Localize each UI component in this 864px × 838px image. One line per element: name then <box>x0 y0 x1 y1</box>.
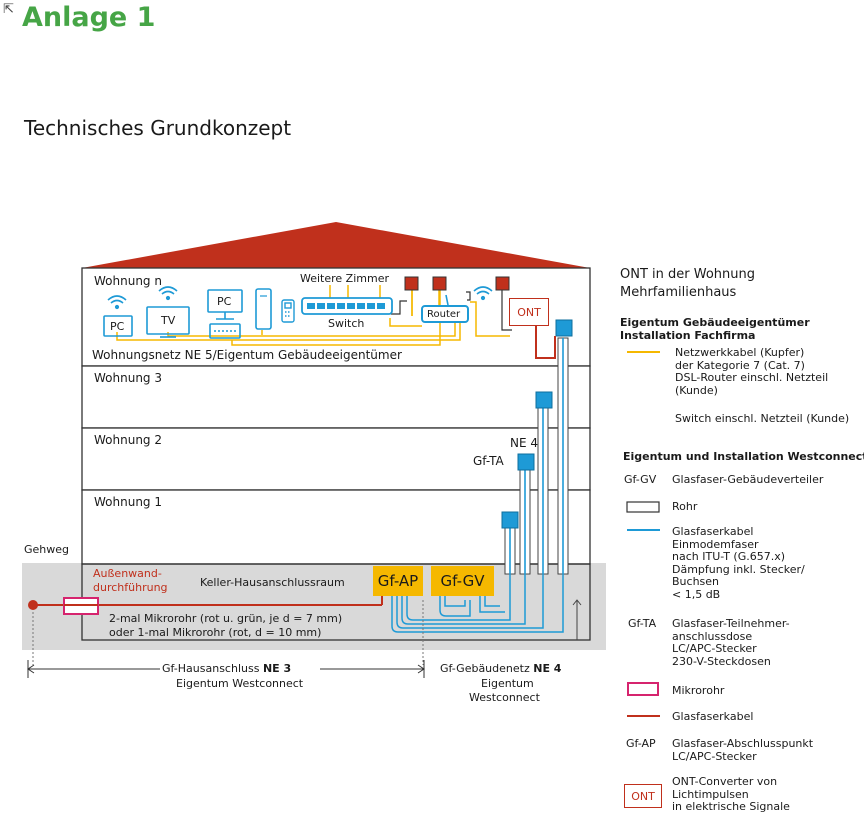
gf-ap-box: Gf-AP <box>373 566 423 596</box>
legend-glasfaser-1: Glasfaserkabel <box>672 525 754 538</box>
legend-netz-3: DSL-Router einschl. Netzteil <box>675 371 829 384</box>
ne4-label: NE 4 <box>510 436 539 450</box>
gebaeudenetz-ne: NE 4 <box>533 662 562 675</box>
wall-socket-2 <box>432 276 447 291</box>
ont-box: ONT <box>509 298 549 326</box>
legend-rohr-text: Rohr <box>672 500 698 513</box>
gehweg-label: Gehweg <box>24 543 70 556</box>
legend-gfap-text: Glasfaser-Abschlusspunkt LC/APC-Stecker <box>672 737 814 763</box>
gf-ap-label: Gf-AP <box>377 572 419 590</box>
aussenwand-label-2: durchführung <box>93 581 168 594</box>
legend-glasfaser-5: Buchsen <box>672 575 720 588</box>
legend-glasfaser-3: nach ITU-T (G.657.x) <box>672 550 786 563</box>
hausanschluss-prefix: Gf-Hausanschluss <box>162 662 260 675</box>
gf-ta-w2 <box>517 453 535 471</box>
legend-gfta-1: Glasfaser-Teilnehmer- <box>672 617 790 630</box>
weitere-zimmer-label: Weitere Zimmer <box>300 272 389 285</box>
legend-gfap-code: Gf-AP <box>626 737 656 750</box>
legend-netz-text: Netzwerkkabel (Kupfer) der Kategorie 7 (… <box>675 346 829 397</box>
router-label: Router <box>427 308 461 320</box>
gf-ta-w1 <box>501 511 519 529</box>
wall-socket-1 <box>404 276 419 291</box>
tower-icon <box>255 288 272 330</box>
page-title: Anlage 1 <box>22 2 156 33</box>
legend-ont-text: ONT-Converter von Lichtimpulsen in elekt… <box>672 775 790 814</box>
gebaeudenetz-prefix: Gf-Gebäudenetz <box>440 662 530 675</box>
legend-gfta-2: anschlussdose <box>672 629 753 643</box>
legend-section1-2: Installation Fachfirma <box>620 329 756 342</box>
legend-ont-1: ONT-Converter von <box>672 775 778 788</box>
legend-ont-2: Lichtimpulsen <box>672 787 749 801</box>
legend-glasfaser-2: Einmodemfaser <box>672 537 759 551</box>
legend-switch-text: Switch einschl. Netzteil (Kunde) <box>675 412 850 425</box>
aussenwand-label-1: Außenwand- <box>93 567 162 580</box>
mikrorohr-note-1: 2-mal Mikrorohr (rot u. grün, je d = 7 m… <box>109 612 343 625</box>
legend-ont-code: ONT <box>631 789 655 803</box>
roof <box>82 222 590 268</box>
floor-2-label: Wohnung 2 <box>94 433 162 447</box>
basement-band <box>22 563 606 650</box>
legend-ont-3: in elektrische Signale <box>672 800 790 813</box>
legend-netz-4: (Kunde) <box>675 383 718 397</box>
legend-title-1: ONT in der Wohnung <box>620 267 755 282</box>
ont-label: ONT <box>517 305 541 319</box>
tv-label: TV <box>161 314 176 327</box>
wohnungsnetz-label: Wohnungsnetz NE 5/Eigentum Gebäudeeigent… <box>92 348 402 362</box>
router-icon: Router <box>421 305 469 323</box>
gf-ta-wn <box>555 319 573 337</box>
floor-2 <box>81 427 591 491</box>
legend-glasfaser-text: Glasfaserkabel Einmodemfaser nach ITU-T … <box>672 525 805 601</box>
pc-2-icon <box>207 289 243 339</box>
mikrorohr-note-2: oder 1-mal Mikrorohr (rot, d = 10 mm) <box>109 626 322 639</box>
pc-1-icon <box>103 295 133 337</box>
legend-glasfaser-6: < 1,5 dB <box>672 587 721 601</box>
floor-3-label: Wohnung 3 <box>94 371 162 385</box>
gehweg-point <box>28 600 38 610</box>
legend-rohr-symbol <box>626 501 660 513</box>
legend-gfta-3: LC/APC-Stecker <box>672 642 757 655</box>
legend-netz-2: der Kategorie 7 (Cat. 7) <box>675 358 805 372</box>
page-subtitle: Technisches Grundkonzept <box>24 116 292 140</box>
legend-gfta-text: Glasfaser-Teilnehmer- anschlussdose LC/A… <box>672 617 790 668</box>
gf-gv-box: Gf-GV <box>431 566 494 596</box>
hausanschluss-ne: NE 3 <box>262 662 292 675</box>
legend-microtube-symbol <box>627 682 659 696</box>
legend-section1-1: Eigentum Gebäudeeigentümer <box>620 316 810 329</box>
legend-gfgv-text: Glasfaser-Gebäudeverteiler <box>672 473 824 486</box>
legend-section2: Eigentum und Installation Westconnect <box>623 450 864 463</box>
gf-gv-label: Gf-GV <box>440 572 485 590</box>
cursor-icon: ⇱ <box>3 2 14 17</box>
legend-mikrorohr-text: Mikrorohr <box>672 684 725 697</box>
switch-label: Switch <box>328 317 365 330</box>
tv-icon <box>146 286 190 338</box>
gebaeudenetz-label: Gf-Gebäudenetz NE 4 <box>440 662 561 675</box>
phone-icon <box>281 299 295 323</box>
gf-ta-w3 <box>535 391 553 409</box>
keller-label: Keller-Hausanschlussraum <box>200 576 345 589</box>
gf-ta-label: Gf-TA <box>473 454 504 468</box>
hausanschluss-owner: Eigentum Westconnect <box>176 677 304 690</box>
pc-1-label: PC <box>110 320 125 333</box>
pc-2-label: PC <box>217 295 232 308</box>
legend-gfgv-code: Gf-GV <box>624 473 657 486</box>
legend-gfta-code: Gf-TA <box>628 617 657 630</box>
legend-glasfaserkabel-text: Glasfaserkabel <box>672 710 754 723</box>
floor-3 <box>81 365 591 429</box>
legend-gfap-1: Glasfaser-Abschlusspunkt <box>672 737 814 750</box>
gebaeudenetz-owner-1: Eigentum <box>481 677 534 690</box>
floor-1-label: Wohnung 1 <box>94 495 162 509</box>
legend-ont-box: ONT <box>624 784 662 808</box>
legend-glasfaser-4: Dämpfung inkl. Stecker/ <box>672 562 805 576</box>
legend-netz-1: Netzwerkkabel (Kupfer) <box>675 346 805 359</box>
floor-n-label: Wohnung n <box>94 274 162 288</box>
switch-icon <box>301 297 393 315</box>
gebaeudenetz-owner-2: Westconnect <box>469 691 540 704</box>
wall-socket-3 <box>495 276 510 291</box>
hausanschluss-label: Gf-Hausanschluss NE 3 <box>162 662 291 675</box>
legend-gfap-2: LC/APC-Stecker <box>672 749 757 763</box>
legend-title-2: Mehrfamilienhaus <box>620 285 737 300</box>
legend-gfta-4: 230-V-Steckdosen <box>672 654 771 668</box>
